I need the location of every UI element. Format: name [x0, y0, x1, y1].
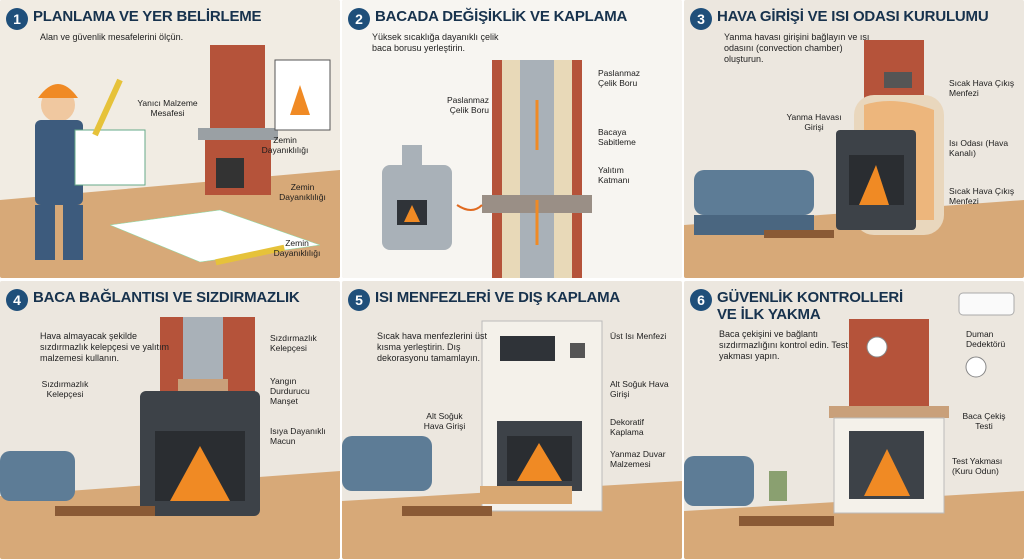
label-combustible-distance: Yanıcı Malzeme Mesafesi — [137, 98, 198, 118]
step-description: Baca çekişini ve bağlantı sızdırmazlığın… — [719, 329, 848, 361]
label-bottom-cold-air-right: Alt Soğuk Hava Girişi — [610, 379, 669, 399]
panel-safety: 6 GÜVENLİK KONTROLLERİ VE İLK YAKMA Baca… — [684, 281, 1024, 559]
panel-header: 3 HAVA GİRİŞİ VE ISI ODASI KURULUMU — [690, 8, 989, 30]
label-seal-clamp-right: Sızdırmazlık Kelepçesi — [270, 333, 317, 353]
step-description: Sıcak hava menfezlerini üst kısma yerleş… — [377, 331, 488, 363]
panel-header: 6 GÜVENLİK KONTROLLERİ VE İLK YAKMA — [690, 289, 907, 323]
step-title: BACA BAĞLANTISI VE SIZDIRMAZLIK — [33, 289, 300, 306]
step-number: 6 — [690, 289, 712, 311]
label-floor-strength-1: Zemin Dayanıklılığı — [261, 135, 309, 155]
panel-planning: 1 PLANLAMA VE YER BELİRLEME Alan ve güve… — [0, 0, 340, 278]
label-hot-air-outlet-top: Sıcak Hava Çıkış Menfezi — [949, 78, 1015, 98]
label-floor-strength-3: Zemin Dayanıklılığı — [273, 238, 321, 258]
label-heat-resistant-putty: Isıya Dayanıklı Macun — [270, 426, 326, 446]
step-title: HAVA GİRİŞİ VE ISI ODASI KURULUMU — [717, 8, 989, 25]
step-number: 4 — [6, 289, 28, 311]
label-top-heat-vent: Üst Isı Menfezi — [610, 331, 667, 341]
label-steel-pipe-right: Paslanmaz Çelik Boru — [598, 68, 641, 88]
step-description: Hava almayacak şekilde sızdırmazlık kele… — [40, 331, 170, 363]
label-floor-strength-2: Zemin Dayanıklılığı — [279, 182, 326, 202]
label-chimney-fixing: Bacaya Sabitleme — [598, 127, 636, 147]
label-combustion-air-inlet: Yanma Havası Girişi — [786, 112, 842, 132]
label-insulation-layer: Yalıtım Katmanı — [598, 165, 630, 185]
vents-illustration — [342, 281, 682, 559]
step-title: PLANLAMA VE YER BELİRLEME — [33, 8, 262, 25]
label-seal-clamp-left: Sızdırmazlık Kelepçesi — [41, 379, 89, 399]
panel-header: 4 BACA BAĞLANTISI VE SIZDIRMAZLIK — [6, 289, 300, 311]
planning-illustration — [0, 0, 340, 278]
label-smoke-detector: Duman Dedektörü — [966, 329, 1006, 349]
connection-illustration — [0, 281, 340, 559]
panel-air-intake: 3 HAVA GİRİŞİ VE ISI ODASI KURULUMU Yanm… — [684, 0, 1024, 278]
step-description: Yüksek sıcaklığa dayanıklı çelik baca bo… — [372, 32, 499, 53]
panel-header: 5 ISI MENFEZLERİ VE DIŞ KAPLAMA — [348, 289, 620, 311]
panel-header: 2 BACADA DEĞİŞİKLİK VE KAPLAMA — [348, 8, 627, 30]
step-title: GÜVENLİK KONTROLLERİ VE İLK YAKMA — [717, 289, 903, 323]
label-fire-stop-sleeve: Yangın Durdurucu Manşet — [270, 376, 310, 406]
step-description: Alan ve güvenlik mesafelerini ölçün. — [40, 32, 184, 42]
step-number: 5 — [348, 289, 370, 311]
label-decorative-cladding: Dekoratif Kaplama — [610, 417, 645, 437]
label-steel-pipe-left: Paslanmaz Çelik Boru — [446, 95, 489, 115]
air-intake-illustration — [684, 0, 1024, 278]
step-number: 3 — [690, 8, 712, 30]
panel-header: 1 PLANLAMA VE YER BELİRLEME — [6, 8, 262, 30]
panel-chimney: 2 BACADA DEĞİŞİKLİK VE KAPLAMA Yüksek sı… — [342, 0, 682, 278]
step-number: 2 — [348, 8, 370, 30]
step-title: BACADA DEĞİŞİKLİK VE KAPLAMA — [375, 8, 628, 25]
step-description: Yanma havası girişini bağlayın ve ısı od… — [724, 32, 870, 64]
label-bottom-cold-air-left: Alt Soğuk Hava Girişi — [423, 411, 466, 431]
panel-vents: 5 ISI MENFEZLERİ VE DIŞ KAPLAMA Sıcak ha… — [342, 281, 682, 559]
label-draft-test: Baca Çekiş Testi — [962, 411, 1006, 431]
panel-connection: 4 BACA BAĞLANTISI VE SIZDIRMAZLIK Hava a… — [0, 281, 340, 559]
label-test-burn: Test Yakması (Kuru Odun) — [952, 456, 1003, 476]
step-title: ISI MENFEZLERİ VE DIŞ KAPLAMA — [375, 289, 621, 306]
step-number: 1 — [6, 8, 28, 30]
label-hot-air-outlet-bottom: Sıcak Hava Çıkış Menfezi — [949, 186, 1015, 206]
label-noncombustible-wall: Yanmaz Duvar Malzemesi — [610, 449, 666, 469]
label-heat-chamber: Isı Odası (Hava Kanalı) — [949, 138, 1009, 158]
chimney-illustration — [342, 0, 682, 278]
safety-illustration — [684, 281, 1024, 559]
